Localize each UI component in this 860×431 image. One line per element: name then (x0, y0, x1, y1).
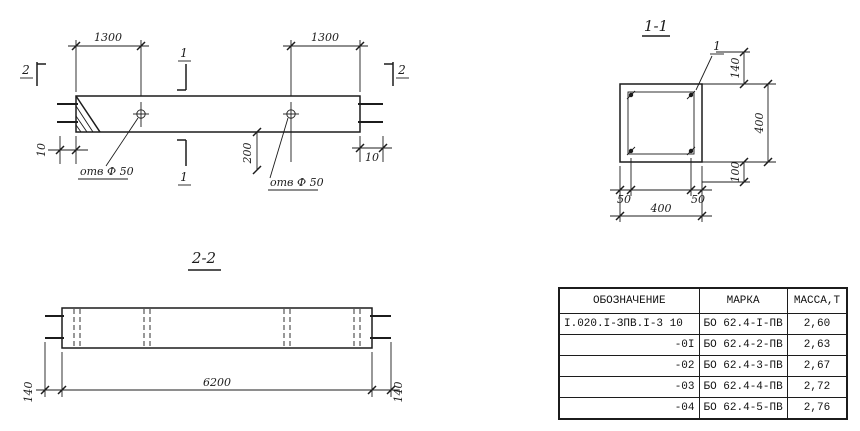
table-row: -0I БО 62.4-2-ПВ 2,63 (558, 334, 848, 356)
dim-200: 200 (241, 127, 262, 175)
table-row: -03 БО 62.4-4-ПВ 2,72 (558, 376, 848, 398)
section-marker-2-left: 2 (20, 62, 46, 86)
cell-mass: 2,76 (786, 397, 848, 420)
cell-mass: 2,67 (786, 355, 848, 377)
section-2-2-bottom-dims: 140 6200 140 (22, 342, 405, 403)
section-2-2-view: 2-2 140 (22, 249, 405, 403)
dim-400-right: 400 (753, 113, 766, 135)
hole-label-1: отв Ф 50 (78, 117, 139, 180)
dim-140-left: 140 (22, 382, 35, 403)
section-1-1-title: 1-1 (644, 17, 668, 35)
svg-text:2: 2 (21, 63, 30, 77)
beam-end-hatch (75, 95, 101, 133)
table-row: -02 БО 62.4-3-ПВ 2,67 (558, 355, 848, 377)
elevation-view: 1300 1300 2 2 1 1 (20, 31, 409, 191)
beam-plan-outline (61, 307, 373, 349)
cell-designation: -03 (558, 376, 700, 398)
section-marker-1-bottom: 1 (177, 139, 191, 186)
col-header-mass: МАССА,Т (786, 287, 848, 314)
hole-2 (283, 102, 299, 162)
rebar-marker-1: 1 (695, 39, 724, 91)
cell-mark: БО 62.4-5-ПВ (698, 397, 788, 420)
svg-text:1: 1 (180, 46, 188, 60)
svg-text:2: 2 (397, 63, 406, 77)
cell-mark: БО 62.4-2-ПВ (698, 334, 788, 356)
hidden-hole-lines (73, 309, 361, 347)
cell-mass: 2,63 (786, 334, 848, 356)
section-2-2-title: 2-2 (191, 249, 216, 267)
cell-mark: БО 62.4-3-ПВ (698, 355, 788, 377)
svg-text:отв Ф 50: отв Ф 50 (80, 165, 134, 178)
dim-1300-left: 1300 (94, 31, 122, 44)
table-row: -04 БО 62.4-5-ПВ 2,76 (558, 397, 848, 420)
parts-table: ОБОЗНАЧЕНИЕ МАРКА МАССА,Т I.020.I-ЗПВ.I-… (558, 287, 849, 420)
dim-400-bottom: 400 (650, 202, 672, 215)
column-outline (619, 83, 703, 163)
dim-lines-top (68, 41, 368, 51)
dim-50-right: 50 (691, 193, 705, 206)
dim-6200: 6200 (203, 376, 231, 389)
svg-text:1: 1 (180, 170, 188, 184)
hole-1 (133, 102, 149, 127)
cell-mass: 2,72 (786, 376, 848, 398)
rebar-dots (626, 90, 696, 156)
dim-1300-right: 1300 (311, 31, 339, 44)
cell-mark: БО 62.4-I-ПВ (698, 313, 788, 335)
svg-text:1: 1 (713, 39, 721, 53)
dim-140-right: 140 (392, 382, 405, 403)
svg-text:отв Ф 50: отв Ф 50 (270, 176, 324, 189)
dim-50-left: 50 (617, 193, 631, 206)
cell-designation: I.020.I-ЗПВ.I-3 10 (558, 313, 700, 335)
section-1-1-view: 1-1 1 (610, 17, 776, 222)
cell-designation: -02 (558, 355, 700, 377)
cell-designation: -0I (558, 334, 700, 356)
section-marker-2-right: 2 (384, 62, 409, 86)
section-1-1-bottom-dims: 50 50 400 (610, 158, 712, 222)
svg-text:10: 10 (365, 151, 379, 164)
dim-100: 100 (729, 162, 742, 183)
cell-designation: -04 (558, 397, 700, 420)
specification-table: ОБОЗНАЧЕНИЕ МАРКА МАССА,Т I.020.I-ЗПВ.I-… (558, 287, 849, 420)
dim-10-left: 10 (35, 136, 88, 164)
extension-lines-top (75, 40, 361, 96)
hole-label-2: отв Ф 50 (268, 117, 324, 191)
cell-mass: 2,60 (786, 313, 848, 335)
svg-text:10: 10 (35, 143, 48, 157)
cell-mark: БО 62.4-4-ПВ (698, 376, 788, 398)
beam-outline (75, 95, 361, 133)
col-header-designation: ОБОЗНАЧЕНИЕ (558, 287, 700, 314)
rebar-ends-plan (45, 315, 391, 339)
section-1-1-right-dims: 140 400 100 (702, 47, 776, 187)
table-header-row: ОБОЗНАЧЕНИЕ МАРКА МАССА,Т (558, 287, 848, 314)
table-row: I.020.I-ЗПВ.I-3 10 БО 62.4-I-ПВ 2,60 (558, 313, 848, 335)
rebar-ends (57, 103, 383, 123)
dim-140: 140 (729, 58, 742, 79)
svg-text:200: 200 (241, 143, 254, 165)
col-header-mark: МАРКА (698, 287, 788, 314)
section-marker-1-top: 1 (177, 46, 191, 91)
dim-10-right: 10 (352, 136, 392, 164)
stirrup-outline (627, 91, 695, 155)
